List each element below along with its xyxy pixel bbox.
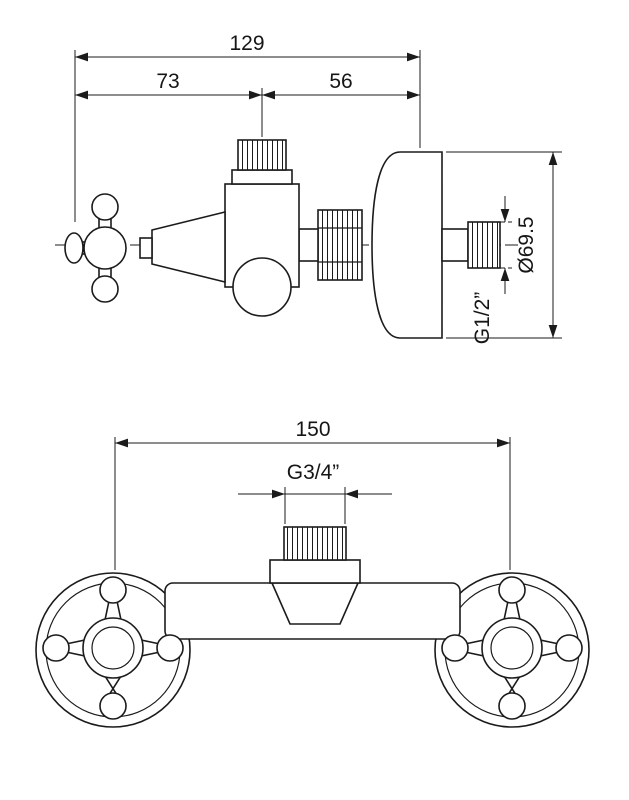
hub-inner [91, 626, 135, 670]
handle-stem [139, 237, 153, 259]
ball-right [156, 634, 184, 662]
top-view-side-drawing: 129 73 56 Ø69.5 G1/2” [55, 32, 562, 344]
dimension-inlet-thread: G1/2” [471, 196, 512, 344]
ball-up [498, 576, 526, 604]
handle-ball-bottom [91, 275, 119, 303]
wall-pipe [441, 228, 469, 262]
valve-body-side [64, 139, 501, 339]
bottom-view-front-drawing: 150 G3/4” [35, 418, 590, 728]
ball-left [42, 634, 70, 662]
wall-thread-g12 [467, 221, 501, 269]
dim-outlet-thread-label: G3/4” [287, 461, 340, 484]
wall-flange-side [371, 151, 443, 339]
nut-neck [298, 228, 319, 262]
ball-down [99, 692, 127, 720]
right-cross-handle [441, 576, 583, 720]
dim-left-segment-label: 73 [156, 70, 179, 93]
outlet-thread-top [237, 139, 287, 171]
dim-right-segment-label: 56 [329, 70, 352, 93]
cross-handle-side [64, 193, 127, 303]
handle-cone [151, 210, 226, 284]
hub-inner [490, 626, 534, 670]
dimension-outlet-thread: G3/4” [238, 461, 392, 524]
dimension-overall-width: 129 [74, 32, 421, 222]
dim-inlet-thread-label: G1/2” [471, 292, 494, 345]
left-cross-handle [42, 576, 184, 720]
handle-hub-side [83, 226, 127, 270]
handle-ball-top [91, 193, 119, 221]
ball-right [555, 634, 583, 662]
dim-centers-distance-label: 150 [295, 418, 330, 441]
dim-overall-width-label: 129 [229, 32, 264, 55]
outlet-thread-g34 [283, 526, 347, 561]
ball-left [441, 634, 469, 662]
ball-down [498, 692, 526, 720]
outlet-collar [269, 559, 361, 584]
dimension-chain-73-56: 73 56 [75, 70, 420, 137]
hex-nut [317, 209, 363, 281]
outlet-step [231, 169, 293, 185]
dim-flange-diameter-label: Ø69.5 [515, 216, 538, 273]
body-bottom-dome [232, 257, 292, 317]
dimension-centers-distance: 150 [114, 418, 511, 570]
ball-up [99, 576, 127, 604]
dimension-flange-diameter: Ø69.5 [446, 151, 562, 339]
handle-ball-front [64, 232, 84, 264]
